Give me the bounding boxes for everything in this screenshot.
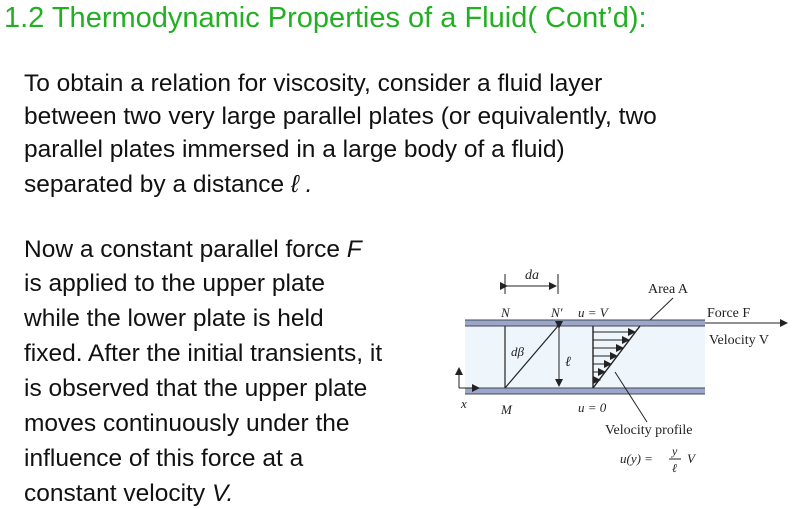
intro-line-3: parallel plates immersed in a large body… [24,136,565,163]
label-u-top: u = V [578,305,610,320]
force-symbol: F [346,236,362,263]
desc-line-3: while the lower plate is held [24,305,324,332]
profile-pointer [614,371,648,423]
label-n-prime: N′ [550,305,563,320]
equation-numerator: y [671,444,678,458]
lower-plate [465,388,705,394]
distance-symbol: ℓ . [290,171,313,198]
area-pointer [649,297,674,321]
slide-title: 1.2 Thermodynamic Properties of a Fluid(… [4,2,647,34]
label-force: Force F [707,306,750,321]
label-ell: ℓ [565,355,571,370]
viscosity-diagram: da N N′ u = V Area A Force F Velocity V … [455,268,788,475]
desc-line-1: Now a constant parallel force F [24,235,362,265]
desc-line-4: fixed. After the initial transients, it [24,340,383,367]
desc-line-1-text: Now a constant parallel force [24,236,347,263]
intro-line-1: To obtain a relation for viscosity, cons… [24,70,603,97]
label-x: x [460,396,467,411]
desc-line-8-text: constant velocity [24,480,212,507]
label-velocity-profile: Velocity profile [605,423,692,438]
label-velocity: Velocity V [709,333,769,348]
label-m: M [500,402,513,417]
intro-line-4: separated by a distance ℓ . [24,170,313,200]
label-u-bottom: u = 0 [578,400,607,415]
desc-line-5: is observed that the upper plate [24,375,368,402]
line-n-prime-m [504,325,559,389]
profile-arrows [593,328,636,384]
label-da: da [525,268,539,283]
equation-denominator: ℓ [672,461,677,475]
equation-left: u(y) = [620,451,653,466]
desc-line-8: constant velocity V. [24,479,233,509]
desc-line-7: influence of this force at a [24,445,304,472]
desc-line-2: is applied to the upper plate [24,270,326,297]
label-n: N [500,305,511,320]
equation-right: V [687,451,697,466]
label-area: Area A [648,282,689,297]
fluid-layer [465,326,705,388]
upper-plate [465,320,705,326]
label-dbeta: dβ [511,344,525,359]
intro-line-4-text: separated by a distance [24,171,291,198]
desc-line-6: moves continuously under the [24,410,350,437]
intro-line-2: between two very large parallel plates (… [24,103,657,130]
velocity-symbol: V. [211,480,234,507]
